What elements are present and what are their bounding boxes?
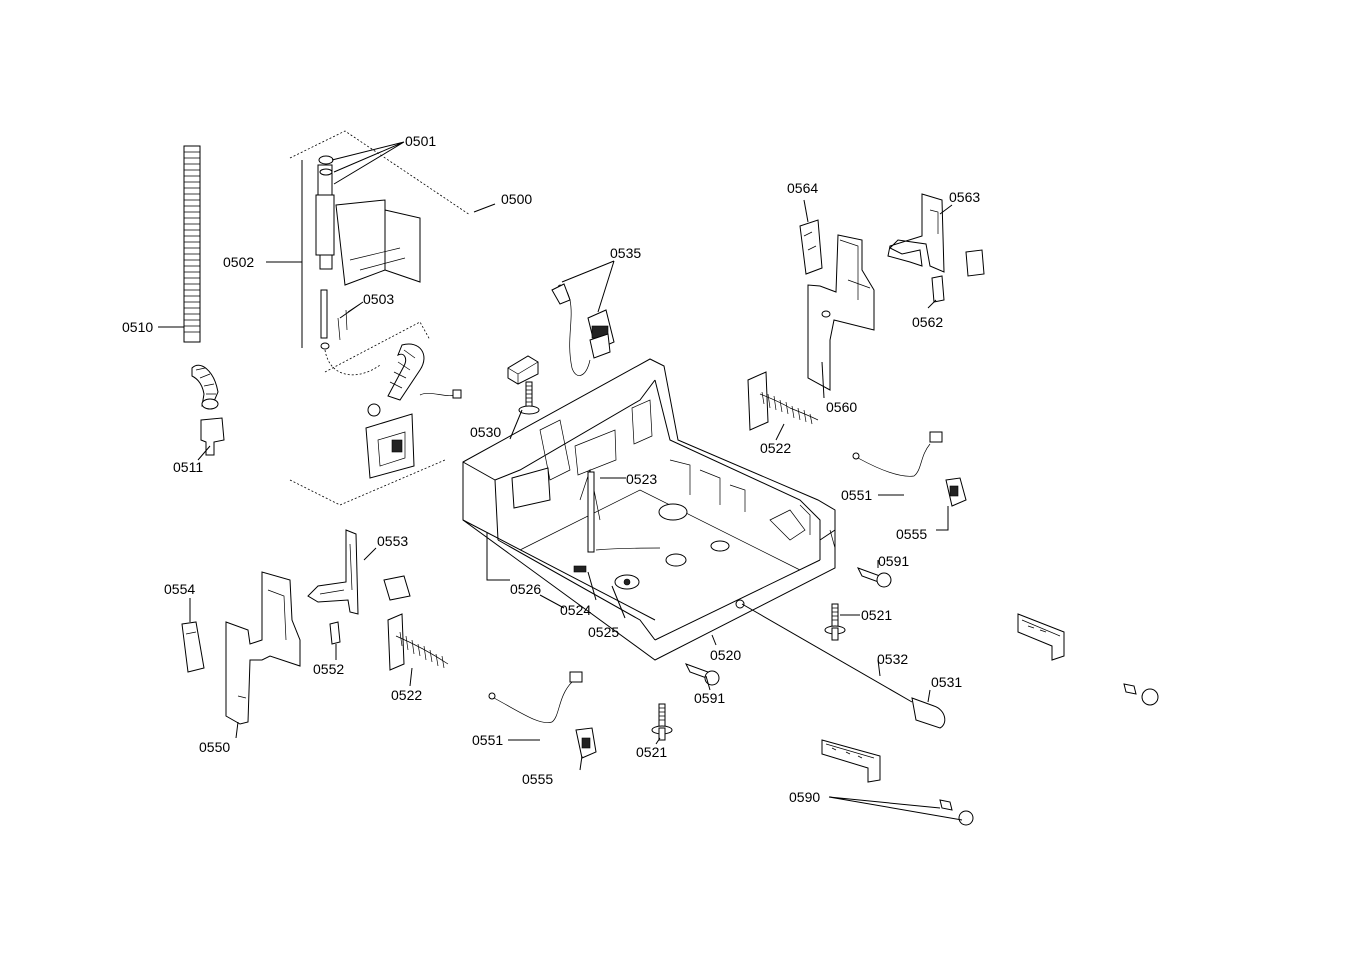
label-0511: 0511 (173, 459, 203, 475)
label-0590: 0590 (789, 789, 820, 805)
label-0562: 0562 (912, 314, 943, 330)
rail-0590 (821, 739, 974, 826)
label-0530: 0530 (470, 424, 501, 440)
cable-0551-lower (488, 671, 597, 759)
label-0555-upper: 0555 (896, 526, 927, 542)
label-0551-lower: 0551 (472, 732, 503, 748)
bracket-0550 (181, 571, 301, 725)
label-0552: 0552 (313, 661, 344, 677)
label-0500: 0500 (501, 191, 532, 207)
label-0523: 0523 (626, 471, 657, 487)
label-0502: 0502 (223, 254, 254, 270)
label-0531: 0531 (931, 674, 962, 690)
label-0510: 0510 (122, 319, 153, 335)
sensor-0535 (551, 283, 615, 376)
bracket-0563 (887, 193, 985, 303)
label-0554: 0554 (164, 581, 195, 597)
label-0553: 0553 (377, 533, 408, 549)
label-0563: 0563 (949, 189, 980, 205)
label-0526: 0526 (510, 581, 541, 597)
clip-0530 (507, 355, 540, 415)
label-0522-lower: 0522 (391, 687, 422, 703)
leader-lines (158, 141, 963, 821)
label-0501: 0501 (405, 133, 436, 149)
label-0524: 0524 (560, 602, 591, 618)
water-valve-assembly (289, 130, 471, 506)
label-0503: 0503 (363, 291, 394, 307)
label-0555-lower: 0555 (522, 771, 553, 787)
rail-right (1017, 613, 1159, 706)
label-0550: 0550 (199, 739, 230, 755)
label-0521-upper: 0521 (861, 607, 892, 623)
part-labels: 0501 0500 0502 0503 0510 0511 0535 0530 … (122, 133, 980, 805)
label-0520: 0520 (710, 647, 741, 663)
bracket-0553 (307, 529, 411, 645)
base-tub (462, 358, 836, 661)
label-0535: 0535 (610, 245, 641, 261)
label-0551-upper: 0551 (841, 487, 872, 503)
spring-0522-upper (747, 371, 819, 431)
label-0525: 0525 (588, 624, 619, 640)
cable-0551-upper (852, 431, 967, 507)
label-0560: 0560 (826, 399, 857, 415)
label-0521-lower: 0521 (636, 744, 667, 760)
screws-group (651, 567, 892, 741)
label-0522-upper: 0522 (760, 440, 791, 456)
bracket-0560 (799, 219, 875, 391)
label-0591-upper: 0591 (878, 553, 909, 569)
rod-0532 (741, 603, 946, 729)
label-0564: 0564 (787, 180, 818, 196)
label-0532: 0532 (877, 651, 908, 667)
label-0591-lower: 0591 (694, 690, 725, 706)
drain-hose-assembly (183, 145, 225, 456)
spring-0522-lower (387, 613, 449, 671)
